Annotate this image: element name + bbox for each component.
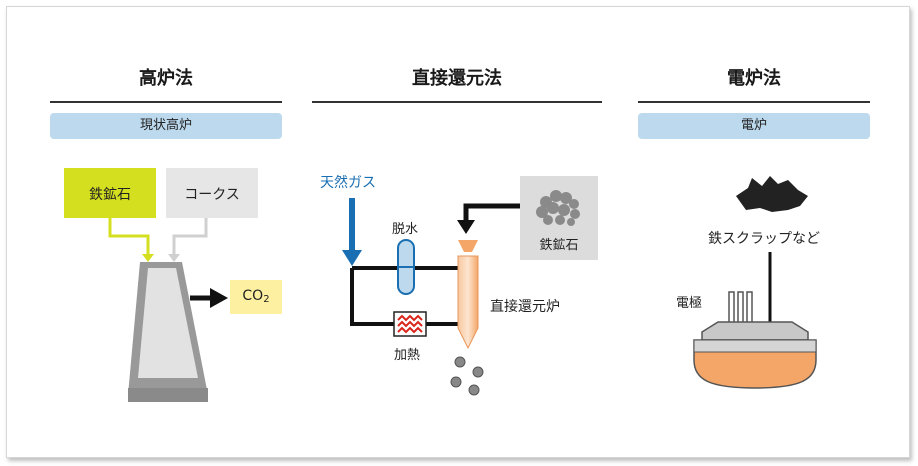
blast-furnace-base [128,388,208,402]
iron-ore-feed-pipe [463,203,520,222]
heater-coil-3 [397,326,423,334]
co2-subscript: 2 [263,294,270,305]
coke-box [166,168,258,218]
iron-ore-pile [536,190,580,226]
iron-ore-box [64,168,156,218]
scrap-label: 鉄スクラップなど [708,231,820,247]
pill-current-blast-furnace: 現状高炉 [50,113,282,139]
pill-electric-furnace: 電炉 [638,113,870,139]
coke-feed-arrowhead [168,254,180,262]
co2-box [230,280,282,314]
direct-reduction-furnace-label: 直接還元炉 [490,299,560,315]
rule-blast-furnace [50,101,282,103]
direct-iron-ore-label: 鉄鉱石 [539,238,579,253]
furnace-hopper [458,240,478,252]
natural-gas-arrowhead [342,250,362,266]
title-blast-furnace: 高炉法 [139,68,193,89]
gas-loop-pipe [350,268,394,326]
iron-ore-feed-arrow [108,218,150,256]
natural-gas-label: 天然ガス [320,175,376,191]
rule-electric-furnace [638,101,870,103]
dehydration-label: 脱水 [392,222,419,237]
direct-reduction-furnace [457,255,479,350]
electric-furnace-lid [701,321,809,341]
scrap-pile [736,176,808,212]
title-direct-reduction: 直接還元法 [412,68,502,89]
rule-direct-reduction [312,101,602,103]
heater-coil-2 [397,320,423,328]
heater-coil-1 [397,314,423,322]
coke-feed-arrow [172,218,208,256]
reduced-iron-pellets [450,356,484,396]
electrode-label: 電極 [676,296,703,311]
co2-main: CO [242,288,264,304]
heating-label: 加熱 [394,348,421,363]
co2-arrowhead [210,288,228,308]
blast-furnace-inner [138,268,198,378]
electric-furnace-upper-band [693,339,817,353]
coke-label: コークス [184,187,240,203]
title-electric-furnace: 電炉法 [727,68,781,89]
co2-label: CO2 [230,288,282,305]
iron-ore-label: 鉄鉱石 [89,187,131,203]
iron-ore-feed-pipe-arrowhead [457,220,475,234]
iron-ore-feed-arrowhead [142,254,154,262]
